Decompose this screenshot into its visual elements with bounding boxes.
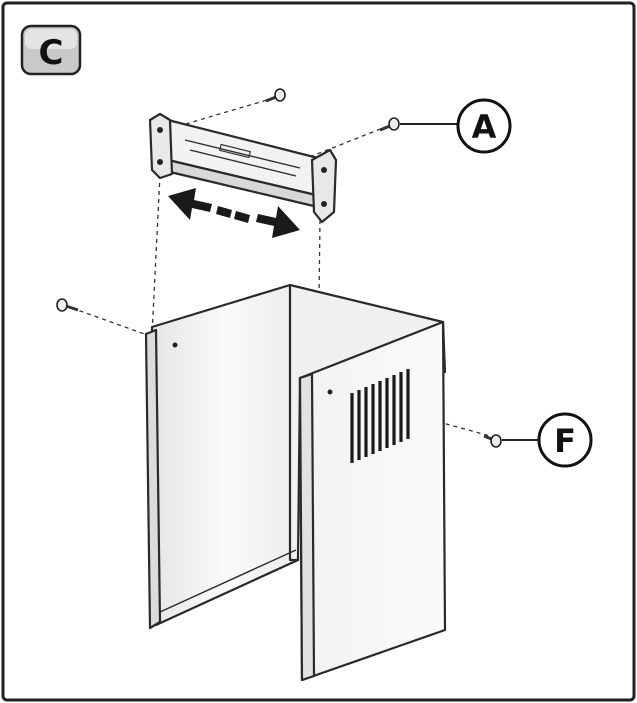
screw-a: [379, 117, 400, 132]
screw-top: [265, 88, 286, 103]
chimney-cover: [144, 283, 447, 682]
adjust-arrow: [168, 188, 300, 238]
mounting-bracket: [148, 112, 338, 224]
callout-f: F: [502, 412, 593, 468]
step-label: C: [39, 33, 64, 73]
screw-f: [483, 434, 502, 448]
screw-left: [56, 298, 79, 312]
chimney-right-panel: [298, 320, 447, 682]
chimney-right-flange: [298, 372, 316, 682]
callout-f-label: F: [554, 422, 576, 460]
callout-a-label: A: [472, 108, 497, 146]
callout-a: A: [400, 98, 512, 154]
step-badge: C: [20, 24, 82, 76]
chimney-left-flange: [144, 328, 162, 630]
vent-slots: [350, 369, 410, 463]
